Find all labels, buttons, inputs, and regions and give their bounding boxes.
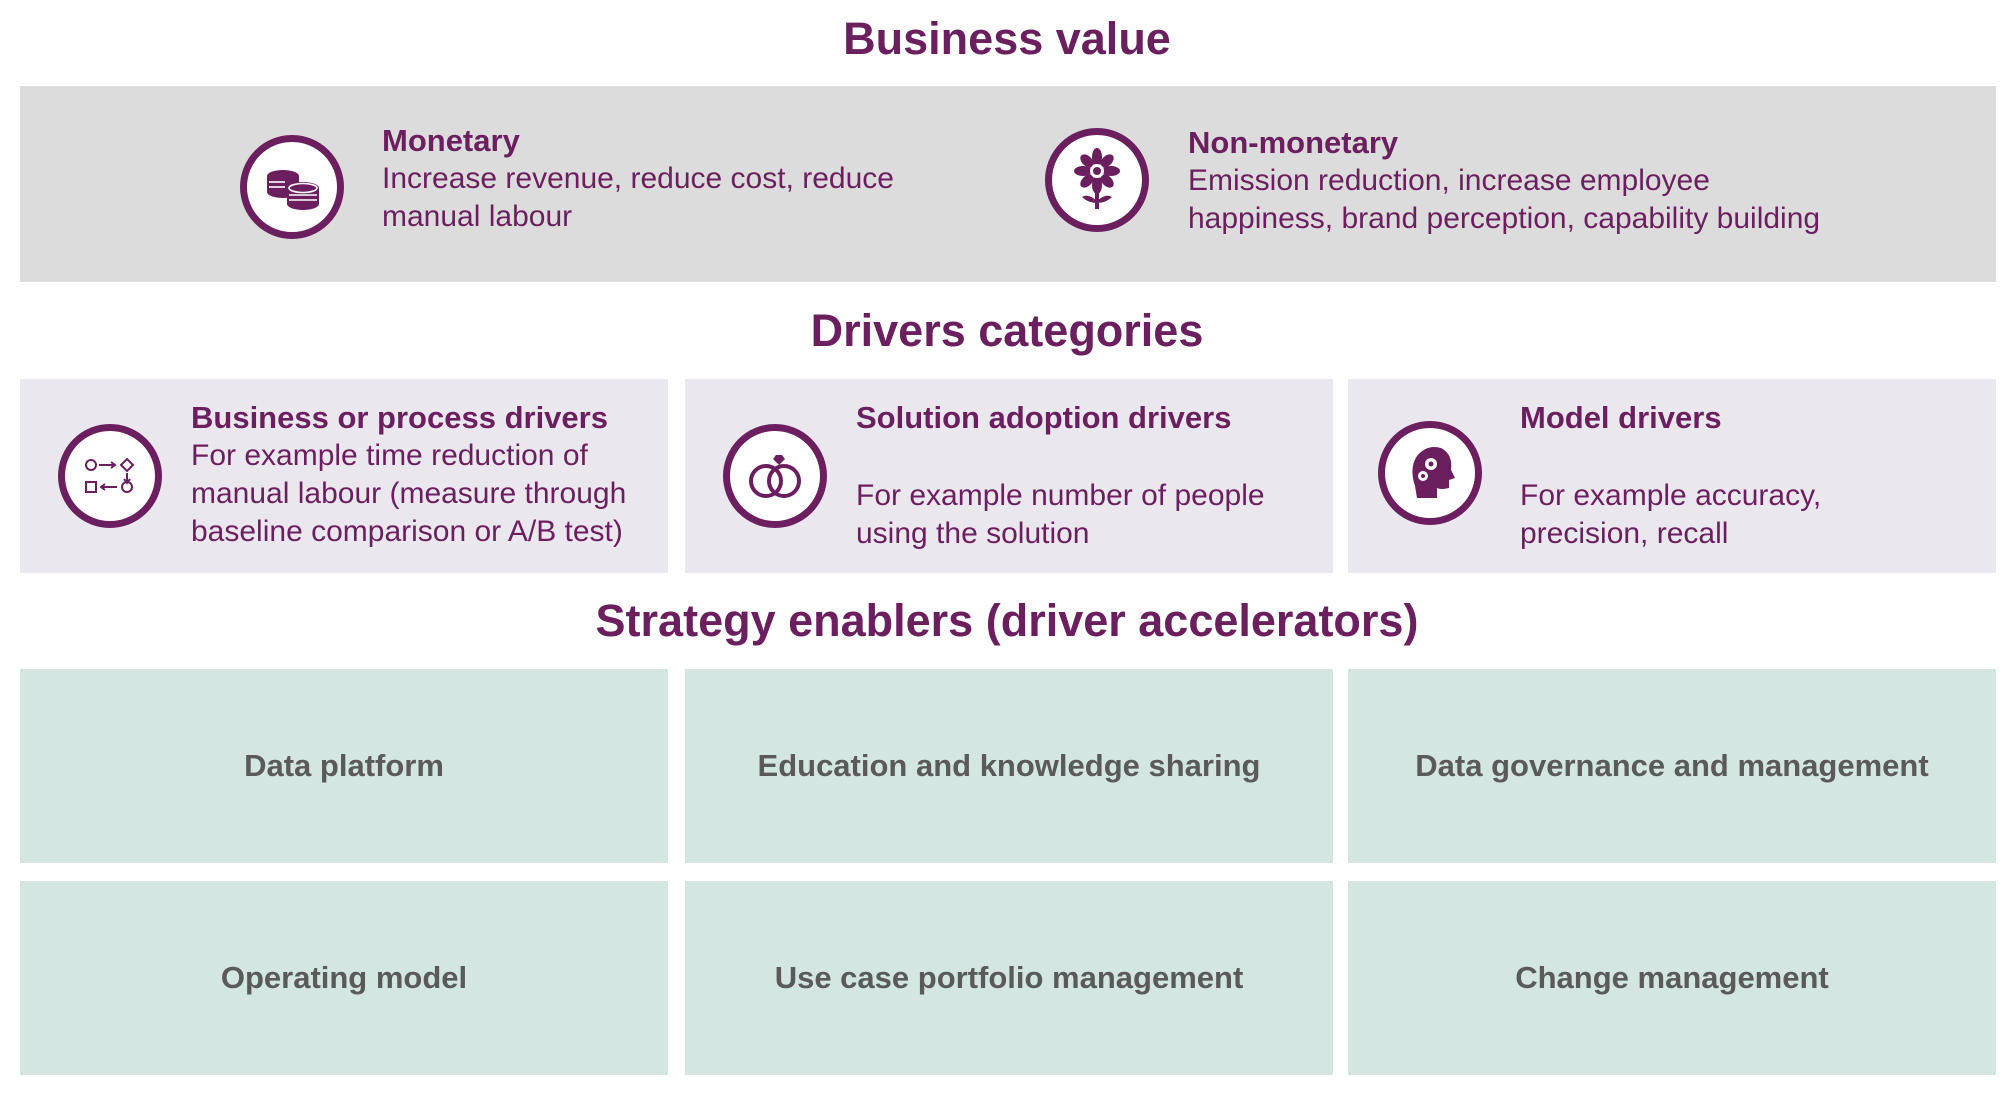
rings-icon — [723, 424, 827, 528]
model-drivers-title: Model drivers — [1520, 400, 1722, 435]
enabler-use-case-portfolio: Use case portfolio management — [685, 881, 1333, 1075]
non-monetary-title: Non-monetary — [1188, 125, 1399, 160]
model-drivers-line2: precision, recall — [1520, 517, 1729, 550]
head-gears-icon — [1378, 421, 1482, 525]
monetary-title: Monetary — [382, 123, 520, 158]
adoption-drivers-line1: For example number of people — [856, 479, 1265, 512]
driver-card-adoption: Solution adoption drivers For example nu… — [685, 379, 1333, 573]
business-drivers-line2: manual labour (measure through — [191, 477, 627, 510]
monetary-desc-line1: Increase revenue, reduce cost, reduce — [382, 162, 894, 195]
flower-icon — [1045, 128, 1149, 232]
enabler-data-governance: Data governance and management — [1348, 669, 1996, 863]
enabler-data-platform: Data platform — [20, 669, 668, 863]
coins-icon — [240, 135, 344, 239]
business-drivers-line3: baseline comparison or A/B test) — [191, 515, 623, 548]
enabler-change-management: Change management — [1348, 881, 1996, 1075]
monetary-item: Monetary Increase revenue, reduce cost, … — [382, 122, 894, 236]
business-value-band — [20, 86, 1996, 282]
driver-card-model: Model drivers For example accuracy, prec… — [1348, 379, 1996, 573]
enabler-education: Education and knowledge sharing — [685, 669, 1333, 863]
adoption-drivers-line2: using the solution — [856, 517, 1090, 550]
model-drivers-line1: For example accuracy, — [1520, 479, 1822, 512]
strategy-enablers-title: Strategy enablers (driver accelerators) — [595, 595, 1419, 646]
enabler-operating-model: Operating model — [20, 881, 668, 1075]
non-monetary-item: Non-monetary Emission reduction, increas… — [1188, 124, 1820, 238]
business-value-title: Business value — [843, 13, 1171, 64]
non-monetary-desc-line2: happiness, brand perception, capability … — [1188, 202, 1821, 235]
business-drivers-title: Business or process drivers — [191, 400, 608, 435]
process-flow-icon — [58, 424, 162, 528]
driver-card-business: Business or process drivers For example … — [20, 379, 668, 573]
monetary-desc-line2: manual labour — [382, 200, 573, 233]
business-drivers-line1: For example time reduction of — [191, 439, 588, 472]
non-monetary-desc-line1: Emission reduction, increase employee — [1188, 164, 1710, 197]
adoption-drivers-title: Solution adoption drivers — [856, 400, 1232, 435]
drivers-categories-title: Drivers categories — [810, 305, 1204, 356]
